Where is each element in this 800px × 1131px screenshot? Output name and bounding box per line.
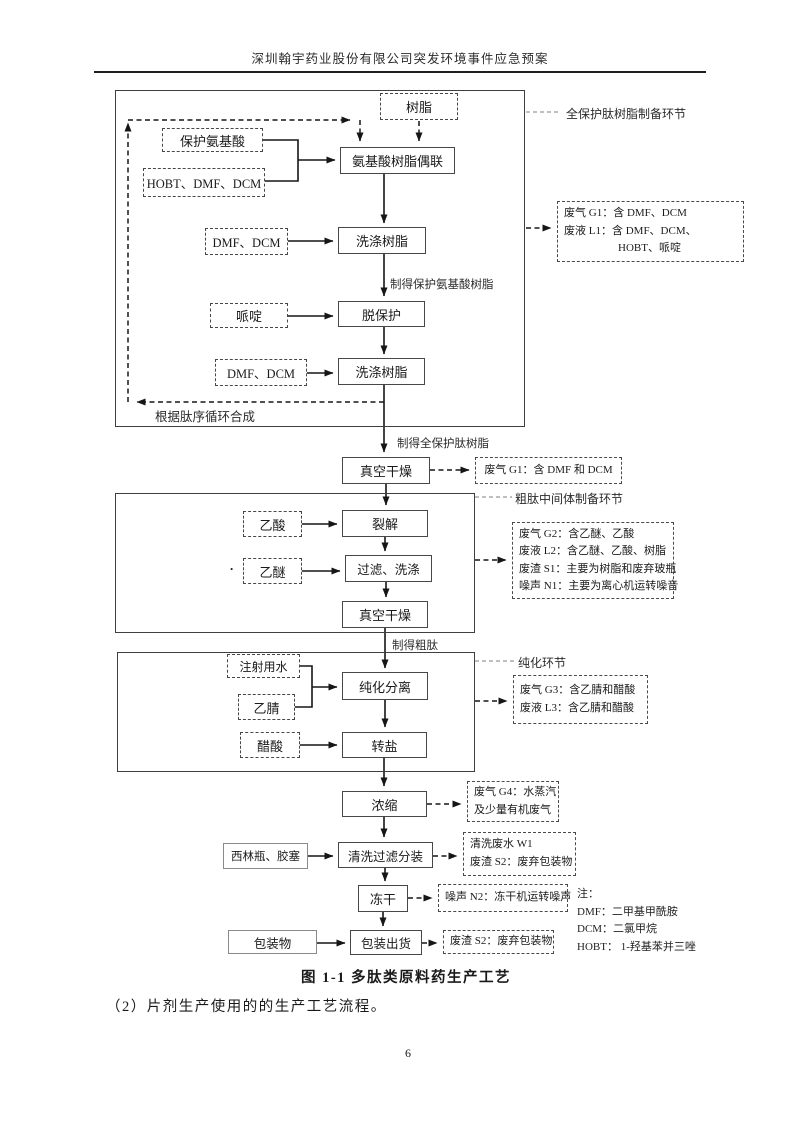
flow-node-acetonitrile: 乙腈 bbox=[238, 694, 295, 720]
section-label-crude-peptide: 粗肽中间体制备环节 bbox=[515, 492, 624, 506]
waste-box-s2: 废渣 S2：废弃包装物 bbox=[443, 930, 554, 954]
flow-node-cleavage: 裂解 bbox=[342, 510, 428, 537]
flow-node-wash-resin-1: 洗涤树脂 bbox=[338, 227, 426, 254]
waste-box-g2: 废气 G2：含乙醚、乙酸 废液 L2：含乙醚、乙酸、树脂 废渣 S1：主要为树脂… bbox=[512, 522, 679, 599]
edge-label-crude-peptide: 制得粗肽 bbox=[392, 640, 438, 652]
waste-line: 清洗废水 W1 bbox=[470, 838, 533, 851]
flow-node-ether: 乙醚 bbox=[243, 558, 302, 584]
waste-line: 噪声 N1：主要为离心机运转噪音 bbox=[519, 579, 679, 592]
flow-node-wash-resin-2: 洗涤树脂 bbox=[338, 358, 425, 385]
flow-node-protected-amino-acid: 保护氨基酸 bbox=[162, 128, 263, 152]
notes-line: DMF：二甲基甲酰胺 bbox=[577, 905, 678, 918]
notes-title: 注： bbox=[577, 888, 599, 900]
notes-line: HOBT： 1-羟基苯并三唑 bbox=[577, 940, 696, 953]
waste-box-w1: 清洗废水 W1 废渣 S2：废弃包装物 bbox=[463, 832, 576, 876]
flow-node-acetic-acid-2: 醋酸 bbox=[240, 732, 300, 758]
waste-line: 废液 L3：含乙腈和醋酸 bbox=[520, 701, 634, 714]
flow-node-purification: 纯化分离 bbox=[342, 672, 428, 700]
flow-node-freeze-dry: 冻干 bbox=[358, 885, 408, 912]
flow-node-dmf-dcm-1: DMF、DCM bbox=[205, 228, 288, 255]
flow-node-hobt-dmf-dcm: HOBT、DMF、DCM bbox=[143, 168, 265, 197]
flow-node-water-for-injection: 注射用水 bbox=[227, 654, 300, 678]
flow-node-acetic-acid: 乙酸 bbox=[243, 511, 302, 537]
waste-box-n2: 噪声 N2：冻干机运转噪声 bbox=[438, 884, 572, 912]
waste-line: 废渣 S2：废弃包装物 bbox=[450, 935, 553, 948]
flow-node-concentration: 浓缩 bbox=[342, 791, 427, 817]
flow-node-wash-filter-fill: 清洗过滤分装 bbox=[338, 842, 433, 868]
section-label-purification: 纯化环节 bbox=[518, 656, 567, 670]
notes-line: DCM：二氯甲烷 bbox=[577, 923, 658, 935]
flow-node-filter-wash: 过滤、洗涤 bbox=[345, 555, 432, 582]
section-label-resin-prep: 全保护肽树脂制备环节 bbox=[566, 107, 687, 121]
flow-node-salt-exchange: 转盐 bbox=[342, 732, 427, 758]
flow-node-resin: 树脂 bbox=[380, 93, 458, 120]
flow-node-dmf-dcm-2: DMF、DCM bbox=[215, 359, 307, 386]
loop-label: 根据肽序循环合成 bbox=[155, 410, 256, 424]
waste-line: 废气 G1：含 DMF 和 DCM bbox=[484, 463, 613, 476]
edge-label-protected-aa-resin: 制得保护氨基酸树脂 bbox=[390, 279, 494, 291]
waste-line: 废液 L2：含乙醚、乙酸、树脂 bbox=[519, 545, 666, 558]
waste-line: 废渣 S1：主要为树脂和废弃玻瓶 bbox=[519, 562, 677, 575]
body-paragraph: （2）片剂生产使用的的生产工艺流程。 bbox=[106, 999, 387, 1015]
waste-box-g4: 废气 G4：水蒸汽 及少量有机废气 bbox=[467, 781, 559, 822]
waste-line: 废渣 S2：废弃包装物 bbox=[470, 856, 573, 868]
section-frame-crude-peptide bbox=[115, 493, 475, 633]
flow-node-deprotection: 脱保护 bbox=[338, 301, 425, 327]
waste-line: 废气 G1：含 DMF、DCM bbox=[564, 207, 687, 220]
flow-node-vacuum-dry-2: 真空干燥 bbox=[342, 601, 428, 628]
waste-line: 及少量有机废气 bbox=[474, 803, 551, 816]
waste-line: 废气 G3：含乙腈和醋酸 bbox=[520, 683, 636, 696]
waste-box-g1: 废气 G1：含 DMF 和 DCM bbox=[475, 457, 622, 484]
notes-block: 注： DMF：二甲基甲酰胺 DCM：二氯甲烷 HOBT： 1-羟基苯并三唑 bbox=[577, 886, 696, 956]
waste-box-g3: 废气 G3：含乙腈和醋酸 废液 L3：含乙腈和醋酸 bbox=[513, 675, 648, 724]
flow-node-coupling: 氨基酸树脂偶联 bbox=[340, 147, 455, 174]
header-rule bbox=[94, 71, 706, 73]
waste-line: 废液 L1：含 DMF、DCM、 bbox=[564, 224, 697, 237]
section-frame-purification bbox=[117, 652, 475, 772]
flow-node-vials-stoppers: 西林瓶、胶塞 bbox=[223, 843, 308, 869]
flow-node-pack-ship: 包装出货 bbox=[350, 930, 422, 955]
waste-line: 废气 G2：含乙醚、乙酸 bbox=[519, 528, 635, 541]
waste-line: HOBT、哌啶 bbox=[618, 242, 681, 255]
stray-mark: . bbox=[230, 558, 234, 573]
waste-box-l1: 废气 G1：含 DMF、DCM 废液 L1：含 DMF、DCM、 HOBT、哌啶 bbox=[557, 201, 744, 262]
flow-node-piperidine: 哌啶 bbox=[210, 303, 288, 328]
edge-label-full-protected-resin: 制得全保护肽树脂 bbox=[397, 438, 489, 450]
page-number: 6 bbox=[405, 1046, 411, 1060]
section-frame-resin-prep bbox=[115, 90, 525, 427]
flow-node-vacuum-dry-1: 真空干燥 bbox=[342, 457, 430, 484]
waste-line: 废气 G4：水蒸汽 bbox=[474, 785, 557, 798]
figure-caption: 图 1-1 多肽类原料药生产工艺 bbox=[300, 970, 512, 986]
header-title: 深圳翰宇药业股份有限公司突发环境事件应急预案 bbox=[251, 52, 549, 66]
waste-line: 噪声 N2：冻干机运转噪声 bbox=[445, 891, 572, 904]
flow-node-packaging-material: 包装物 bbox=[228, 930, 317, 954]
